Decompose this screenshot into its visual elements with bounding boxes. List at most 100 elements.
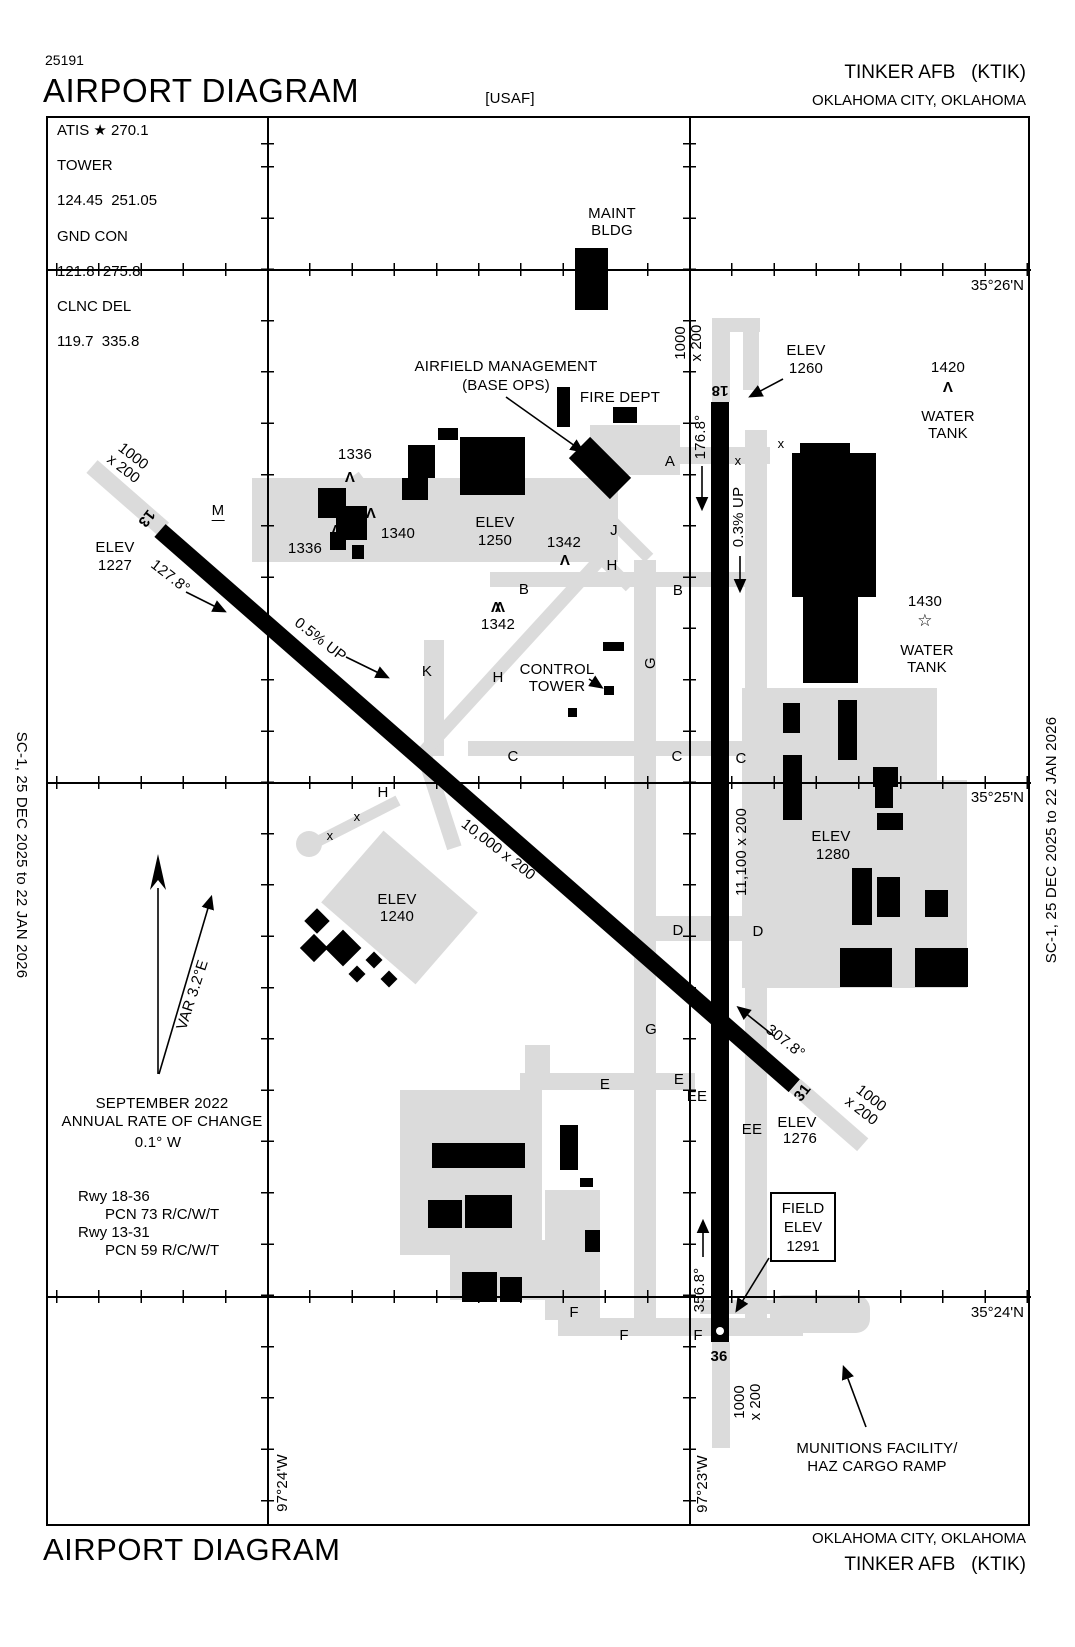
obstacle-1340-value: 1340 xyxy=(380,525,416,542)
obstacle-1430-value: 1430 xyxy=(907,593,943,610)
right-margin-note: SC-1, 25 DEC 2025 to 22 JAN 2026 xyxy=(1043,716,1060,964)
taxiway-label-e: E xyxy=(673,1071,685,1088)
runway-number-36: 36 xyxy=(710,1348,728,1365)
airfield-mgmt-label2: (BASE OPS) xyxy=(462,377,550,394)
obstacle-icon: Λ xyxy=(344,469,356,486)
control-tower-label2: TOWER xyxy=(528,678,586,695)
building xyxy=(460,437,525,495)
taxiway-f xyxy=(558,1318,803,1336)
building xyxy=(800,443,850,455)
field-elev-box: FIELD ELEV 1291 xyxy=(770,1192,836,1262)
hangar-complex xyxy=(803,597,858,683)
elev-1250-label: ELEV xyxy=(475,514,515,531)
munitions-label2: HAZ CARGO RAMP xyxy=(807,1458,947,1475)
obstacle-group-icon: ΛΛ xyxy=(490,599,505,616)
taxiway-label-k: K xyxy=(421,663,433,680)
water-tank-south-label: WATER xyxy=(900,642,954,659)
building xyxy=(580,1178,593,1187)
gridline-ticks xyxy=(47,263,1031,276)
elev-1240-label: ELEV xyxy=(377,891,417,908)
taxiway-label-d: D xyxy=(672,922,684,939)
control-tower-building xyxy=(604,686,614,695)
water-tank-north-label2: TANK xyxy=(928,425,968,442)
lon-label-24: 97°24'W xyxy=(274,1454,291,1512)
control-tower-label: CONTROL xyxy=(519,661,595,678)
fire-dept-building xyxy=(613,407,637,423)
building xyxy=(465,1195,512,1228)
org-label: [USAF] xyxy=(485,90,535,107)
building xyxy=(428,1200,462,1228)
taxiway-label-g: G xyxy=(642,657,659,669)
airfield-mgmt-label: AIRFIELD MANAGEMENT xyxy=(414,358,598,375)
tower-symbol xyxy=(568,708,577,717)
taxiway-label-a: A xyxy=(664,453,676,470)
building xyxy=(402,478,428,500)
taxiway-label-f: F xyxy=(693,1327,703,1344)
taxiway-label-h: H xyxy=(377,784,389,801)
lat-label-24: 35°24'N xyxy=(970,1304,1024,1321)
pad-circle xyxy=(296,831,322,857)
building xyxy=(840,948,892,987)
taxiway-label-c: C xyxy=(735,750,747,767)
elev-1280-value: 1280 xyxy=(815,846,851,863)
taxiway-label-e: E xyxy=(599,1076,611,1093)
taxiway-label-m: M xyxy=(211,502,225,521)
runway-18-36-dimensions: 11,100 x 200 xyxy=(733,807,750,897)
taxiway-label-g: G xyxy=(645,1021,657,1038)
obstacle-icon: Λ xyxy=(365,505,377,522)
building xyxy=(783,755,802,820)
taxiway-a xyxy=(640,447,770,464)
building xyxy=(603,642,624,651)
building xyxy=(877,877,900,917)
map-border xyxy=(46,116,1030,1526)
building xyxy=(560,1125,578,1170)
elev-1276-label: ELEV xyxy=(777,1114,817,1131)
footer-airport-name: TINKER AFB (KTIK) xyxy=(844,1554,1026,1575)
building xyxy=(500,1277,522,1302)
building xyxy=(330,532,346,550)
pcn-rwy-18-36: Rwy 18-36 xyxy=(78,1188,150,1205)
elev-1227-value: 1227 xyxy=(97,557,133,574)
munitions-label: MUNITIONS FACILITY/ xyxy=(796,1440,958,1457)
pcn-rwy-13-31: Rwy 13-31 xyxy=(78,1224,150,1241)
footer-city: OKLAHOMA CITY, OKLAHOMA xyxy=(812,1530,1026,1547)
chart-number: 25191 xyxy=(45,52,84,68)
building xyxy=(462,1272,497,1302)
building xyxy=(557,387,570,427)
lat-label-26: 35°26'N xyxy=(970,277,1024,294)
taxiway-label-f: F xyxy=(619,1327,629,1344)
obstacle-1336-value: 1336 xyxy=(337,446,373,463)
taxiway-label-ee: EE xyxy=(741,1121,763,1138)
pcn-value-13-31: PCN 59 R/C/W/T xyxy=(105,1242,220,1259)
taxiway-label-c: C xyxy=(671,748,683,765)
taxiway-label-h: H xyxy=(492,669,504,686)
taxiway-label-h: H xyxy=(606,557,618,574)
hangar-complex xyxy=(792,453,876,597)
closed-taxiway-x: x xyxy=(353,809,361,824)
runway-18-36 xyxy=(711,402,729,1342)
annual-rate-label: ANNUAL RATE OF CHANGE xyxy=(61,1113,263,1130)
lon-label-23: 97°23'W xyxy=(694,1455,711,1513)
runway-number-18: 18 xyxy=(711,382,729,399)
obstacle-icon: Λ xyxy=(942,379,954,396)
elev-1240-value: 1240 xyxy=(379,908,415,925)
taxiway-label-d: D xyxy=(752,923,764,940)
fire-dept-label: FIRE DEPT xyxy=(579,389,661,406)
elev-1260-label: ELEV xyxy=(786,342,826,359)
elev-1260-value: 1260 xyxy=(788,360,824,377)
obstacle-1342-value: 1342 xyxy=(546,534,582,551)
gridline-ticks xyxy=(47,1290,1031,1303)
gridline-ticks xyxy=(261,118,274,1526)
taxiway-label-j: J xyxy=(610,522,618,539)
obstacle-1342-value: 1342 xyxy=(480,616,516,633)
building xyxy=(875,785,893,808)
building xyxy=(408,445,435,478)
lighted-obstacle-star-icon: ☆ xyxy=(917,611,933,630)
building xyxy=(585,1230,600,1252)
building xyxy=(352,545,364,559)
taxiway-loop-side xyxy=(743,318,759,390)
lat-label-25: 35°25'N xyxy=(970,789,1024,806)
building xyxy=(852,868,872,925)
